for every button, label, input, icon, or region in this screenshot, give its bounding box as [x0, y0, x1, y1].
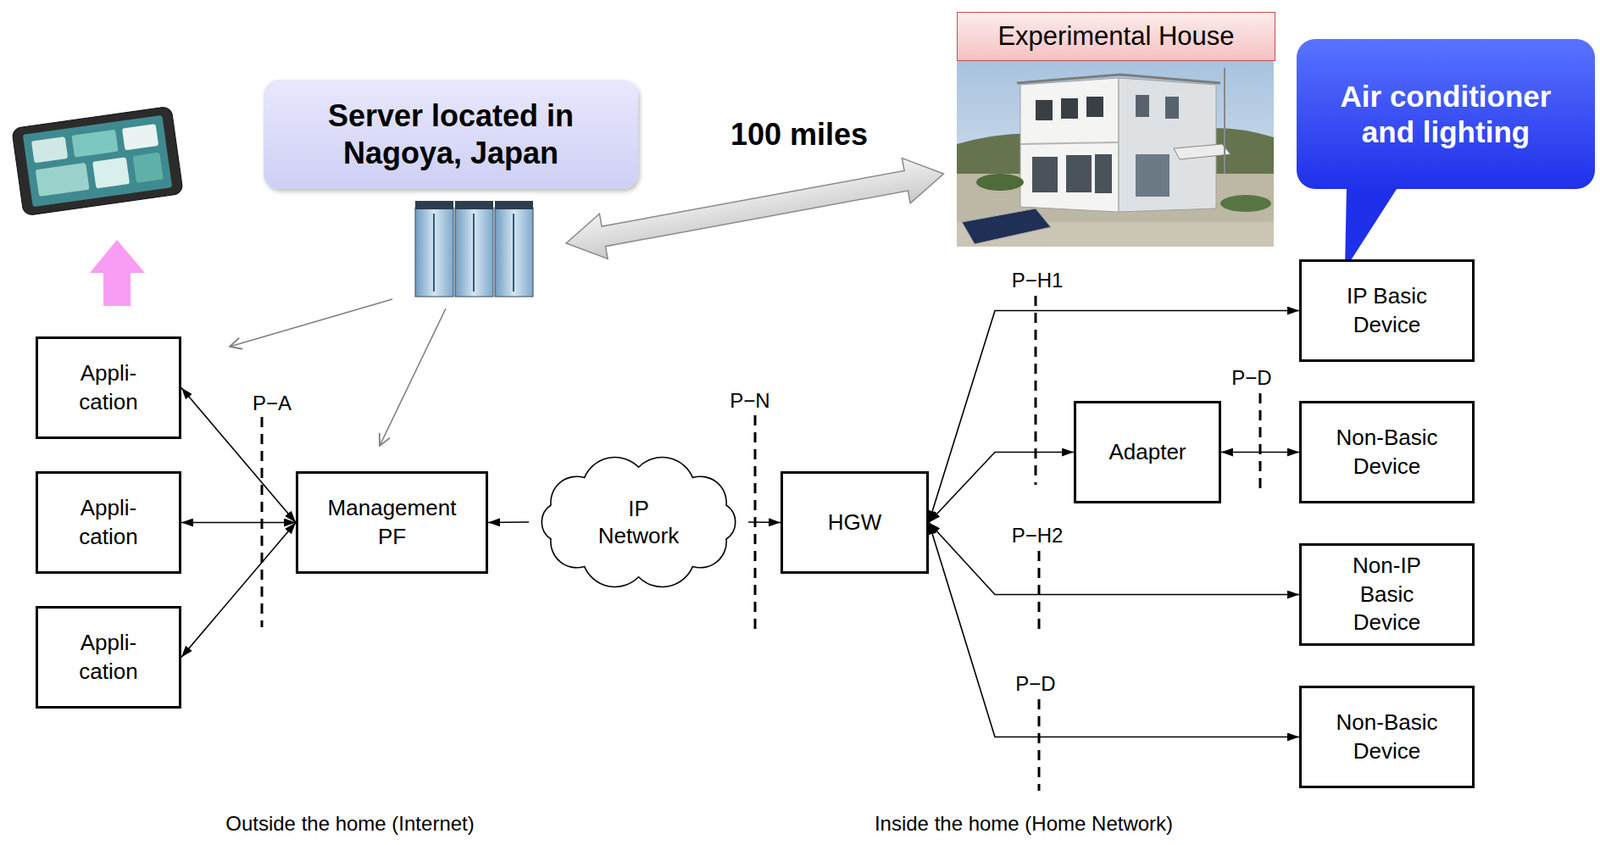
house-photo	[976, 173, 1024, 191]
callout-tail	[1344, 186, 1399, 270]
house-photo	[1223, 67, 1226, 174]
device-box: IP Basic Device	[1299, 259, 1475, 362]
interface-line	[261, 295, 1261, 791]
node-text: Non-IP Basic Device	[1332, 551, 1443, 638]
location-callout: Server located in Nagoya, Japan	[263, 79, 639, 189]
adapter-box: Adapter	[1073, 400, 1222, 504]
server-rack-icon	[455, 200, 494, 210]
tablet-icon	[92, 156, 130, 189]
node-text: Appli- cation	[66, 494, 151, 552]
house-photo	[956, 61, 1274, 247]
server-rack-icon	[415, 200, 454, 210]
connector-arrow	[928, 522, 1300, 595]
interface-label: P−A	[250, 391, 294, 417]
application-box: Appli- cation	[35, 471, 182, 574]
house-photo	[1086, 96, 1104, 117]
device-box: Non-IP Basic Device	[1299, 543, 1475, 646]
connector-arrow	[181, 522, 296, 524]
connector-arrow	[181, 522, 296, 658]
node-text: IP Basic Device	[1332, 282, 1443, 340]
tablet-icon	[22, 115, 173, 207]
device-box: Non-Basic Device	[1299, 400, 1475, 504]
connector-arrow	[748, 521, 781, 523]
node-text: Adapter	[1108, 438, 1186, 467]
tablet-icon	[35, 162, 90, 197]
tablet-icon	[11, 105, 184, 216]
node-text: Non-Basic Device	[1332, 708, 1443, 767]
application-box: Appli- cation	[35, 336, 182, 439]
node-text: Appli- cation	[66, 628, 151, 687]
house-photo	[1032, 156, 1058, 193]
node-text: HGW	[827, 508, 883, 538]
house-photo	[1118, 77, 1217, 212]
connector-arrow	[488, 521, 529, 523]
server-rack-icon	[494, 207, 534, 297]
platform-box: Management PF	[295, 471, 489, 574]
node-text: Server located in Nagoya, Japan	[323, 97, 578, 171]
gateway-box: HGW	[780, 471, 929, 574]
house-photo	[1165, 96, 1179, 119]
connector-arrow	[928, 522, 1300, 738]
up-arrow	[89, 239, 145, 306]
house-photo	[1066, 155, 1092, 193]
cloud-outline	[541, 457, 735, 588]
house-photo	[1020, 142, 1119, 145]
interface-line	[754, 415, 757, 633]
house-photo	[1035, 100, 1053, 121]
leader-arrow	[229, 299, 393, 347]
house-photo	[1016, 74, 1221, 84]
tablet-icon	[72, 129, 119, 158]
server-rack-icon	[512, 213, 515, 292]
house-photo	[1135, 94, 1150, 117]
interface-label: P−H2	[1010, 523, 1066, 549]
connector-arrow	[928, 452, 1074, 523]
tablet-icon	[31, 136, 68, 163]
node-text: Experimental House	[997, 20, 1234, 52]
house-photo	[1135, 154, 1170, 197]
interface-line	[1038, 699, 1041, 791]
house-photo	[1173, 144, 1231, 160]
house-photo	[961, 208, 1051, 245]
connector-arrow	[181, 388, 296, 523]
server-rack-icon	[455, 207, 494, 297]
cloud-outline	[528, 445, 749, 599]
tablet-icon	[11, 105, 184, 216]
interface-label: P−D	[1013, 672, 1057, 697]
node-text: Air conditioner and lighting	[1318, 78, 1573, 150]
interface-line	[1259, 393, 1262, 490]
server-rack-icon	[433, 213, 435, 292]
tablet-icon	[122, 123, 159, 150]
application-box: Appli- cation	[35, 605, 182, 709]
house-photo	[1094, 154, 1112, 194]
house-photo	[1020, 77, 1119, 212]
connector-arrow	[1221, 451, 1300, 454]
house-photo	[1220, 194, 1272, 212]
house-photo	[1061, 98, 1078, 119]
server-rack-icon	[494, 200, 534, 210]
node-text: Appli- cation	[66, 359, 151, 417]
node-text: Non-Basic Device	[1332, 423, 1443, 482]
device-box: Non-Basic Device	[1299, 685, 1475, 789]
network-cloud: IP Network	[528, 445, 749, 599]
interface-label: P−D	[1229, 366, 1273, 391]
interface-label: P−H1	[1010, 268, 1066, 294]
photo-title-box: Experimental House	[956, 11, 1276, 62]
interface-line	[1038, 550, 1041, 633]
region-label: Outside the home (Internet)	[223, 811, 476, 837]
interface-label: P−N	[727, 388, 772, 414]
speech-callout: Air conditioner and lighting	[1296, 38, 1595, 189]
tablet-icon	[133, 152, 164, 184]
server-rack-icon	[472, 213, 475, 292]
house-photo	[956, 61, 1274, 247]
distance-label: 100 miles	[728, 116, 870, 153]
interface-line	[1034, 295, 1038, 485]
server-rack-icon	[415, 207, 454, 297]
region-label: Inside the home (Home Network)	[872, 811, 1175, 837]
server-rack-icon	[415, 200, 534, 297]
leader-arrow	[379, 308, 446, 446]
connector-arrow	[928, 311, 1300, 523]
node-text: Management PF	[316, 494, 469, 552]
node-text: IP Network	[592, 494, 686, 550]
